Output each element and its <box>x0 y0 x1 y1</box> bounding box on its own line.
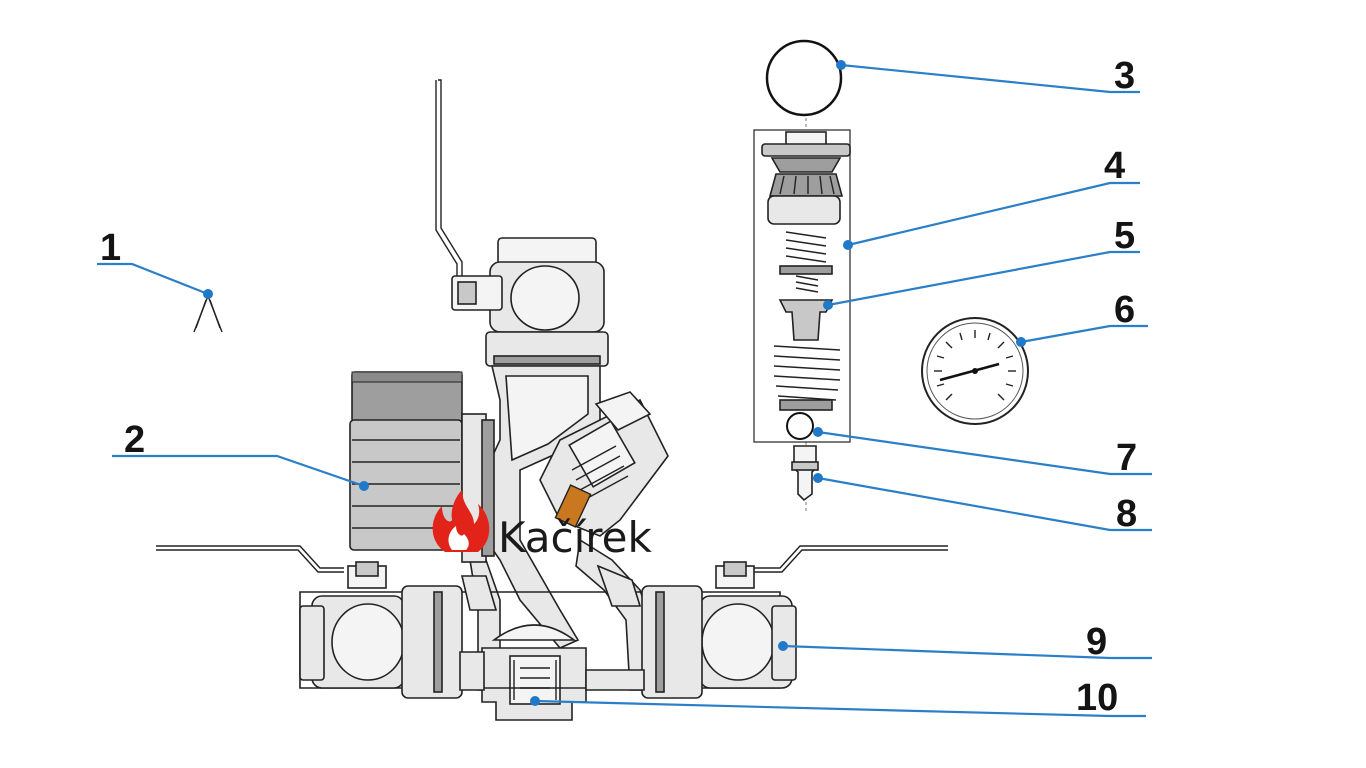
thermostatic-bonnet <box>539 391 669 537</box>
brand-name: Kačírek <box>498 513 652 562</box>
callout-1: 1 <box>100 227 121 269</box>
thermometer <box>921 317 1029 425</box>
o-ring <box>765 39 843 117</box>
leader-2-dot <box>359 481 369 491</box>
leader-3 <box>840 63 1140 94</box>
right-ball-valve <box>641 545 948 699</box>
leader-5-dot <box>823 300 833 310</box>
leader-1 <box>97 262 209 296</box>
top-handle-rod <box>438 79 463 292</box>
callout-3: 3 <box>1114 55 1135 97</box>
leader-1-dot <box>203 289 213 299</box>
leader-10-dot <box>530 696 540 706</box>
leader-9 <box>782 644 1152 660</box>
callout-2: 2 <box>124 419 145 461</box>
callout-6: 6 <box>1114 289 1135 331</box>
exploded-insert <box>753 39 851 512</box>
top-ball-valve <box>451 237 609 367</box>
ball-part <box>786 412 814 440</box>
left-ball-valve <box>156 545 463 699</box>
leader-7 <box>817 430 1152 476</box>
flame-icon <box>432 490 490 552</box>
thermometer-needle <box>939 362 1000 382</box>
callout-leaders <box>97 60 1152 718</box>
leader-6 <box>1020 324 1148 344</box>
leader-2 <box>112 454 365 488</box>
callout-9: 9 <box>1086 621 1107 663</box>
callout-5: 5 <box>1114 215 1135 257</box>
valve-assembly <box>299 79 781 721</box>
leader-3-dot <box>836 60 846 70</box>
callout-8: 8 <box>1116 493 1137 535</box>
leader-4 <box>847 181 1140 247</box>
leader-5 <box>827 250 1140 307</box>
actuator-piston <box>554 484 592 528</box>
callout-7: 7 <box>1116 437 1137 479</box>
callout-4: 4 <box>1104 145 1125 187</box>
brand-logo: Kačírek <box>432 490 652 562</box>
callout-10: 10 <box>1076 677 1118 719</box>
callout-labels: 1 2 3 4 5 6 7 8 9 10 <box>100 55 1137 719</box>
leader-9-dot <box>778 641 788 651</box>
leader-7-dot <box>813 427 823 437</box>
leader-4-dot <box>843 240 853 250</box>
leader-6-dot <box>1016 337 1026 347</box>
leader-10 <box>534 699 1146 718</box>
temperature-sensor <box>193 295 223 333</box>
leader-8-dot <box>813 473 823 483</box>
leader-8 <box>817 476 1152 532</box>
